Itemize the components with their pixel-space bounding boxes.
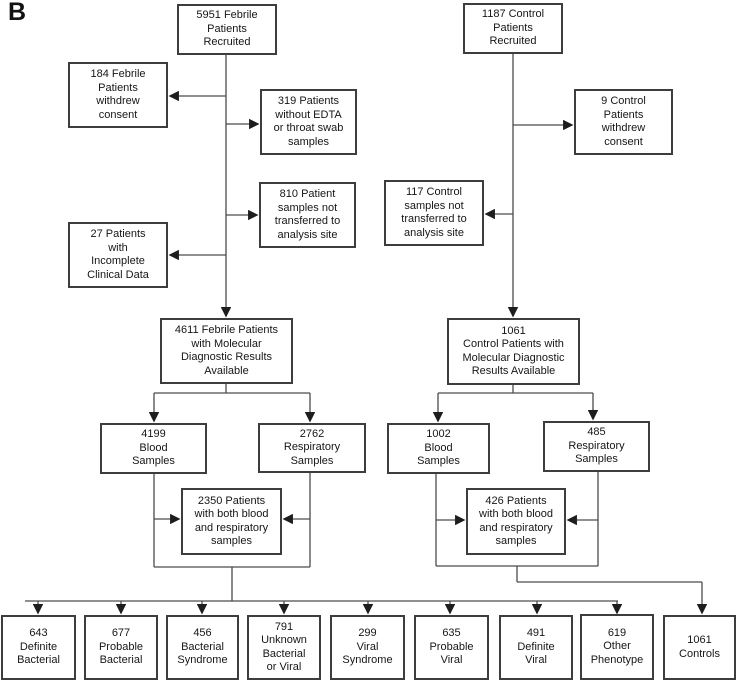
node-incomplete-clinical-data: 27 Patients with Incomplete Clinical Dat… [68, 222, 168, 288]
node-probable-viral: 635 Probable Viral [414, 615, 489, 680]
node-definite-viral: 491 Definite Viral [499, 615, 573, 680]
node-control-withdrew-consent: 9 Control Patients withdrew consent [574, 89, 673, 155]
node-without-edta-or-throat-swab: 319 Patients without EDTA or throat swab… [260, 89, 357, 155]
node-probable-bacterial: 677 Probable Bacterial [84, 615, 158, 680]
node-febrile-samples-not-transferred: 810 Patient samples not transferred to a… [259, 182, 356, 248]
node-bacterial-syndrome: 456 Bacterial Syndrome [166, 615, 239, 680]
node-definite-bacterial: 643 Definite Bacterial [1, 615, 76, 680]
node-control-molecular-results: 1061 Control Patients with Molecular Dia… [447, 318, 580, 385]
node-unknown-bacterial-or-viral: 791 Unknown Bacterial or Viral [247, 615, 321, 680]
febrile-sample-split-connectors [148, 384, 316, 423]
control-trunk-connectors [484, 53, 574, 318]
node-control-recruited: 1187 Control Patients Recruited [463, 3, 563, 54]
phenotype-distribution-connectors [25, 600, 623, 615]
febrile-both-samples-connectors [153, 473, 311, 601]
node-febrile-withdrew-consent: 184 Febrile Patients withdrew consent [68, 62, 168, 128]
febrile-trunk-connectors [168, 55, 260, 318]
node-controls: 1061 Controls [663, 615, 736, 680]
control-both-samples-connectors [435, 472, 599, 582]
node-febrile-both-samples: 2350 Patients with both blood and respir… [181, 488, 282, 555]
node-viral-syndrome: 299 Viral Syndrome [330, 615, 405, 680]
node-febrile-recruited: 5951 Febrile Patients Recruited [177, 4, 277, 55]
control-sample-split-connectors [432, 385, 599, 423]
node-control-both-samples: 426 Patients with both blood and respira… [466, 488, 566, 555]
node-febrile-respiratory-samples: 2762 Respiratory Samples [258, 423, 366, 473]
node-other-phenotype: 619 Other Phenotype [580, 614, 654, 680]
node-febrile-molecular-results: 4611 Febrile Patients with Molecular Dia… [160, 318, 293, 384]
figure-panel-label: B [8, 0, 27, 26]
node-febrile-blood-samples: 4199 Blood Samples [100, 423, 207, 474]
controls-branch-connector [517, 581, 708, 615]
node-control-blood-samples: 1002 Blood Samples [387, 423, 490, 474]
node-control-respiratory-samples: 485 Respiratory Samples [543, 421, 650, 472]
node-control-samples-not-transferred: 117 Control samples not transferred to a… [384, 180, 484, 246]
